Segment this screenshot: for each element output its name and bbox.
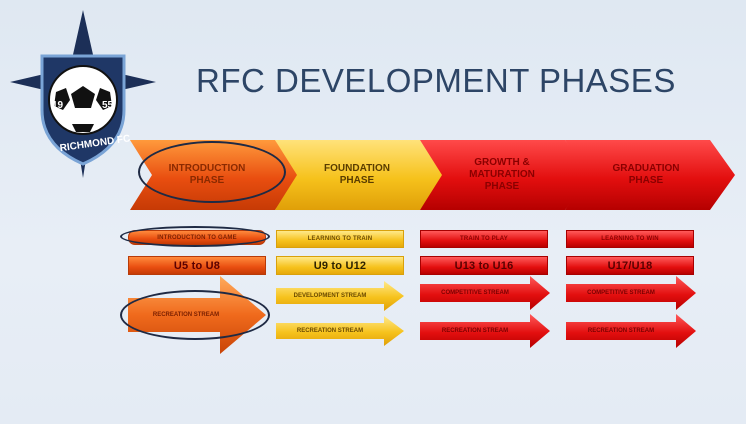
growth-stage-bar: TRAIN TO PLAY [420,230,548,248]
graduation-competitive-arrow [566,276,696,310]
foundation-recreation-label: RECREATION STREAM [296,328,364,334]
graduation-ages-bar: U17/U18 [566,256,694,275]
growth-recreation-label: RECREATION STREAM [441,328,509,334]
phase-label-growth: GROWTH & MATURATION PHASE [469,157,535,192]
badge-year-left: 19 [52,100,64,111]
foundation-development-label: DEVELOPMENT STREAM [293,293,367,299]
phase-chevron-growth [420,140,590,210]
graduation-recreation-arrow [566,314,696,348]
highlight-ring-intro-phase [138,141,286,203]
phase-chevron-graduation [565,140,735,210]
growth-competitive-label: COMPETITIVE STREAM [441,290,509,296]
growth-recreation-arrow [420,314,550,348]
phase-label-foundation: FOUNDATION PHASE [324,163,390,186]
foundation-recreation-arrow [276,316,404,346]
foundation-ages-bar: U9 to U12 [276,256,404,275]
badge-year-right: 55 [102,100,114,111]
highlight-ring-intro-stream [120,290,270,340]
graduation-stage-bar: LEARNING TO WIN [566,230,694,248]
highlight-ring-intro-stage [120,226,270,247]
growth-ages-bar: U13 to U16 [420,256,548,275]
slide-title: RFC DEVELOPMENT PHASES [196,62,676,99]
graduation-recreation-label: RECREATION STREAM [587,328,655,334]
graduation-competitive-label: COMPETITIVE STREAM [587,290,655,296]
foundation-stage-bar: LEARNING TO TRAIN [276,230,404,248]
foundation-development-arrow [276,281,404,311]
phase-label-graduation: GRADUATION PHASE [612,163,680,186]
intro-ages-bar: U5 to U8 [128,256,266,275]
club-crest-logo: 19 55 RICHMOND FC [10,10,156,178]
growth-competitive-arrow [420,276,550,310]
phase-chevron-foundation [275,140,445,210]
